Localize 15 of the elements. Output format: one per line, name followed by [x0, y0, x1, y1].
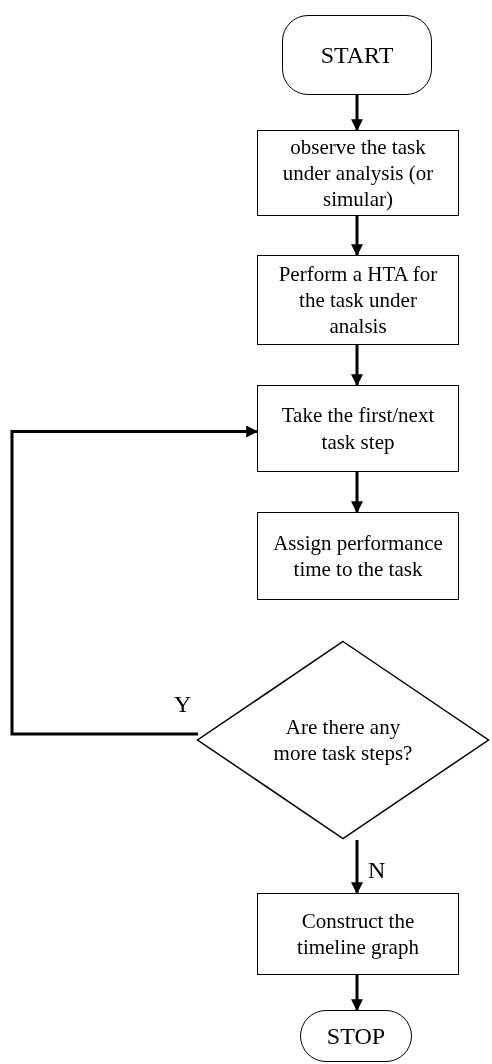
- terminal-box: START: [282, 15, 432, 95]
- process-box: Take the first/next task step: [257, 385, 459, 472]
- arrow: [351, 345, 363, 387]
- arrow: [351, 216, 363, 257]
- arrow: [351, 975, 363, 1012]
- process-box: Assign performance time to the task: [257, 512, 459, 600]
- arrow: [351, 472, 363, 514]
- decision-text: Are there any more task steps?: [272, 713, 414, 767]
- arrow: [351, 840, 363, 895]
- process-box: Construct the timeline graph: [257, 893, 459, 975]
- process-box: observe the task under analysis (or simular): [257, 130, 459, 216]
- arrow: [10, 425, 259, 736]
- process-box: Perform a HTA for the task under analsis: [257, 255, 459, 345]
- arrow: [351, 95, 363, 132]
- terminal-box: STOP: [300, 1010, 412, 1062]
